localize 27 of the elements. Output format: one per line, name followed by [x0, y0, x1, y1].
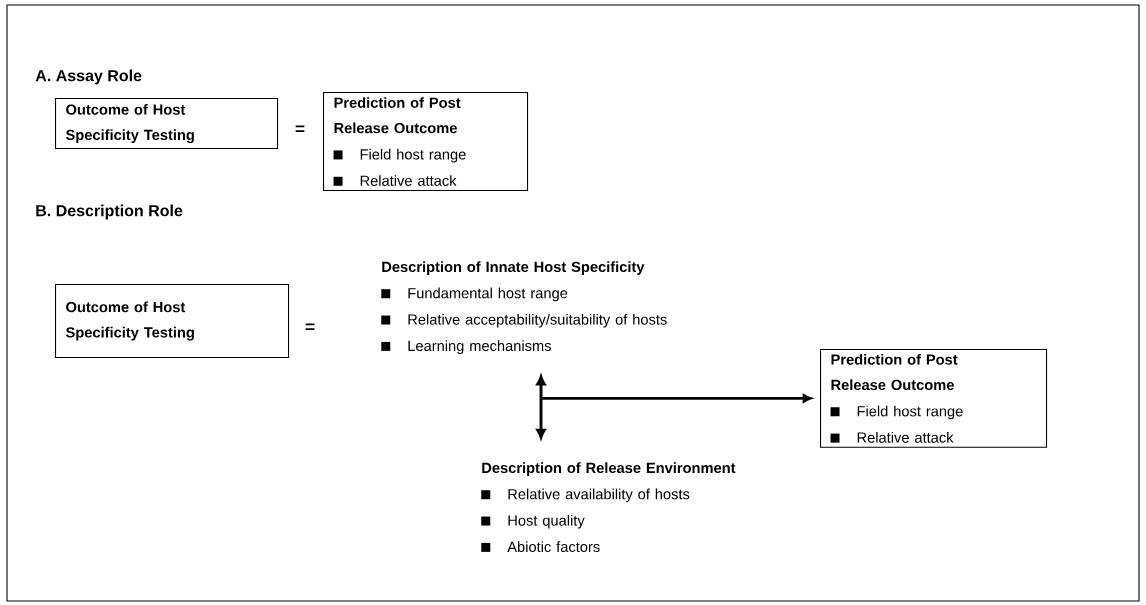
bullet-item: Learning mechanisms	[381, 340, 551, 354]
text-box	[820, 349, 1048, 448]
bullet-item: Relative availability of hosts	[481, 488, 690, 503]
section-title: B. Description Role	[36, 204, 183, 220]
bullet-item: Field host range	[830, 405, 963, 420]
bullet-item: Field host range	[333, 148, 466, 163]
bullet-item: Fundamental host range	[381, 287, 568, 302]
bullet-list	[481, 462, 736, 553]
heading: Outcome of Host Specificity Testing	[65, 301, 194, 341]
bullet-item: Relative acceptability/suitability of hosts	[381, 313, 667, 328]
text-box	[55, 98, 279, 150]
equals-sign: =	[305, 323, 315, 331]
arrow	[542, 394, 812, 403]
bullet-item: Host quality	[481, 514, 585, 529]
equals-sign: =	[295, 125, 305, 133]
bullet-item: Relative attack	[333, 175, 457, 186]
heading: Description of Innate Host Specificity	[382, 261, 645, 275]
bullet-list	[381, 261, 667, 354]
text-box	[55, 284, 290, 359]
heading: Outcome of Host Specificity Testing	[65, 104, 194, 144]
bullet-item: Abiotic factors	[481, 541, 600, 553]
heading: Prediction of Post Release Outcome	[831, 354, 958, 391]
heading: Prediction of Post Release Outcome	[334, 97, 461, 134]
text-box	[323, 92, 529, 192]
bullet-item: Relative attack	[830, 431, 954, 443]
arrow	[536, 375, 546, 439]
heading: Description of Release Environment	[482, 462, 736, 476]
